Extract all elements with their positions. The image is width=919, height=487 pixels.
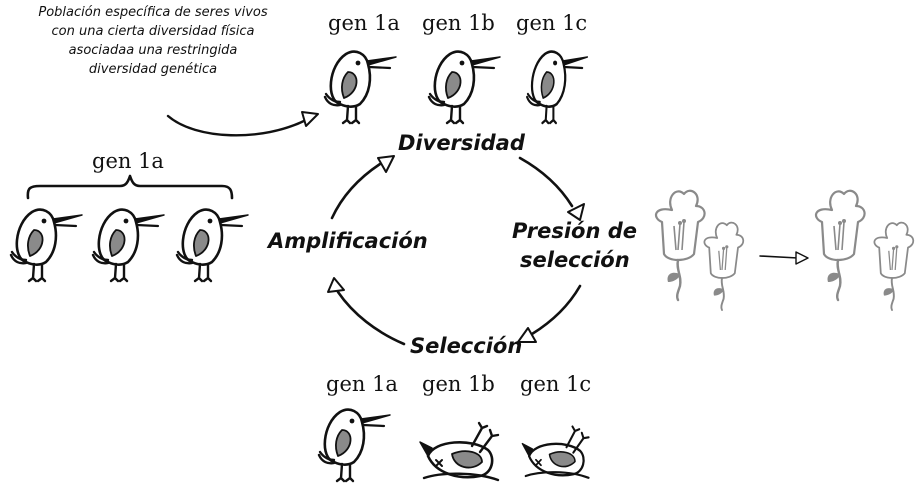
- cycle-label-pressure-line2: selección: [520, 248, 630, 272]
- bottom-gen-label-1b: gen 1b: [422, 372, 495, 396]
- cycle-arrowhead-amplification: [327, 277, 345, 293]
- cycle-arrowhead-selection: [517, 327, 537, 343]
- annotation-line: asociadaa una restringida: [68, 43, 238, 58]
- cycle-label-amplification: Amplificación: [268, 229, 428, 253]
- flowers-arrow: [759, 255, 799, 259]
- flower-tall-after: [814, 189, 866, 302]
- annotation-line: con una cierta diversidad física: [51, 24, 255, 39]
- flowers-arrowhead: [795, 251, 809, 265]
- annotation-arrowhead: [301, 111, 319, 127]
- bird-top-1b: [427, 50, 502, 125]
- annotation-line: Población específica de seres vivos: [38, 5, 268, 20]
- bird-left-2: [91, 208, 166, 283]
- annotation-text: Población específica de seres vivos con …: [12, 3, 294, 79]
- cycle-arc-amplification-to-diversity: [330, 162, 382, 220]
- dead-bird-bottom-1b: [418, 421, 500, 482]
- top-gen-label-1c: gen 1c: [516, 11, 588, 35]
- bird-left-1: [9, 208, 84, 283]
- dead-bird-bottom-1c: [521, 425, 590, 479]
- cycle-label-pressure-line1: Presión de: [512, 219, 638, 243]
- cycle-arrowhead-pressure: [567, 203, 585, 221]
- left-gen-label: gen 1a: [92, 149, 164, 173]
- flower-short-before: [703, 221, 745, 311]
- bird-left-3: [175, 208, 250, 283]
- bird-bottom-1a: [317, 408, 392, 483]
- left-group-bracket: [26, 174, 234, 200]
- cycle-arrowhead-diversity: [377, 155, 395, 173]
- cycle-label-diversity: Diversidad: [398, 131, 525, 155]
- top-gen-label-1a: gen 1a: [328, 11, 400, 35]
- bottom-gen-label-1c: gen 1c: [520, 372, 592, 396]
- bottom-gen-label-1a: gen 1a: [326, 372, 398, 396]
- bird-top-1c: [525, 50, 589, 125]
- cycle-arc-selection-to-amplification: [336, 290, 406, 346]
- flower-short-after: [873, 221, 915, 311]
- top-gen-label-1b: gen 1b: [422, 11, 495, 35]
- cycle-arc-diversity-to-pressure: [518, 156, 574, 208]
- flower-tall-before: [654, 189, 706, 302]
- annotation-line: diversidad genética: [88, 62, 218, 77]
- cycle-label-selection: Selección: [410, 334, 523, 358]
- bird-top-1a: [323, 50, 398, 125]
- annotation-arrow: [166, 114, 308, 137]
- cycle-arc-pressure-to-selection: [530, 284, 582, 336]
